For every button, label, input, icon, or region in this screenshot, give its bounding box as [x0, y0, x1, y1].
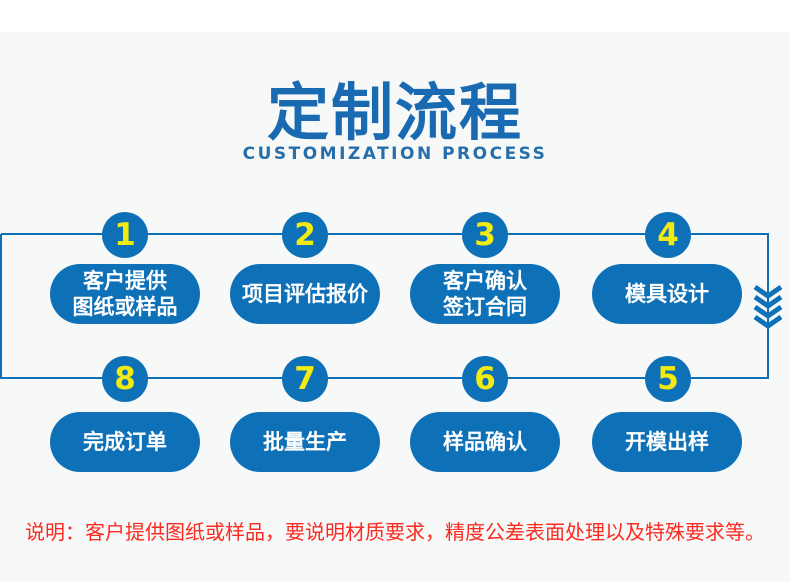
step-7-number-badge: 7: [282, 356, 328, 402]
step-8-pill: 完成订单: [50, 412, 200, 472]
step-2-number-badge: 2: [282, 212, 328, 258]
step-4-label-line1: 模具设计: [625, 282, 709, 306]
page-title: 定制流程: [266, 76, 523, 149]
step-6-number-badge: 6: [462, 356, 508, 402]
step-8-number-badge: 8: [102, 356, 148, 402]
step-6-label-line1: 样品确认: [443, 430, 527, 454]
step-4-number-badge: 4: [645, 212, 691, 258]
step-3-label-line1: 客户确认: [443, 269, 527, 293]
step-1-pill: 客户提供 图纸或样品: [50, 264, 200, 324]
step-6-pill: 样品确认: [410, 412, 560, 472]
step-1-label-line2: 图纸或样品: [72, 295, 178, 319]
step-1-label-line1: 客户提供: [83, 269, 167, 293]
step-7-label-line1: 批量生产: [263, 430, 347, 454]
note-text: 说明：客户提供图纸或样品，要说明材质要求，精度公差表面处理以及特殊要求等。: [25, 520, 765, 544]
page-subtitle: CUSTOMIZATION PROCESS: [242, 144, 548, 164]
step-3-label-line2: 签订合同: [443, 295, 527, 319]
step-5-pill: 开模出样: [592, 412, 742, 472]
step-2-pill: 项目评估报价: [230, 264, 380, 324]
step-5-label-line1: 开模出样: [625, 430, 709, 454]
step-4-pill: 模具设计: [592, 264, 742, 324]
step-3-number-badge: 3: [462, 212, 508, 258]
step-2-label-line1: 项目评估报价: [242, 282, 368, 306]
step-3-pill: 客户确认 签订合同: [410, 264, 560, 324]
chevrons-down-icon: [753, 284, 783, 330]
step-7-pill: 批量生产: [230, 412, 380, 472]
step-1-number-badge: 1: [102, 212, 148, 258]
step-5-number-badge: 5: [645, 356, 691, 402]
step-8-label-line1: 完成订单: [83, 430, 167, 454]
